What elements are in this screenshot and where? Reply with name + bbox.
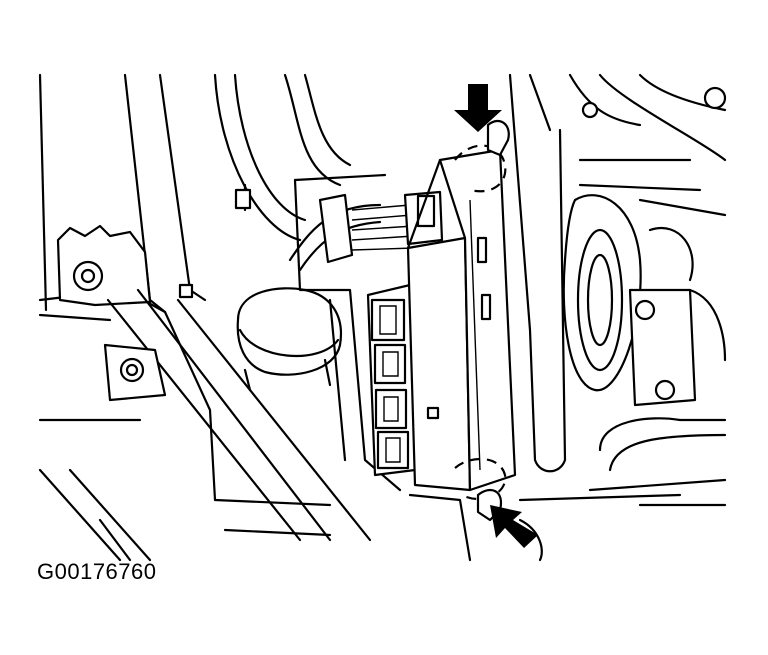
module-connectors — [366, 283, 417, 477]
diagonal-beam — [103, 288, 372, 542]
figure-id-label: G00176760 — [37, 559, 157, 584]
bolt-icon — [119, 357, 145, 383]
bolt-icon — [654, 379, 676, 401]
right-components — [508, 73, 727, 507]
arrow-up-left-icon — [490, 505, 538, 548]
left-frame-rails — [38, 73, 217, 562]
arrow-down-icon — [454, 84, 502, 132]
reservoir-cap — [236, 287, 343, 392]
bolt-icon — [581, 101, 599, 119]
control-module — [406, 148, 517, 492]
clip-highlights — [454, 144, 507, 500]
bolt-icon — [703, 86, 727, 110]
lower-structure — [213, 493, 543, 562]
upper-hoses — [213, 73, 352, 242]
left-bracket — [56, 224, 194, 307]
bolt-icon — [634, 299, 656, 321]
bolt-icon — [72, 260, 104, 292]
wire-harness — [288, 190, 444, 272]
